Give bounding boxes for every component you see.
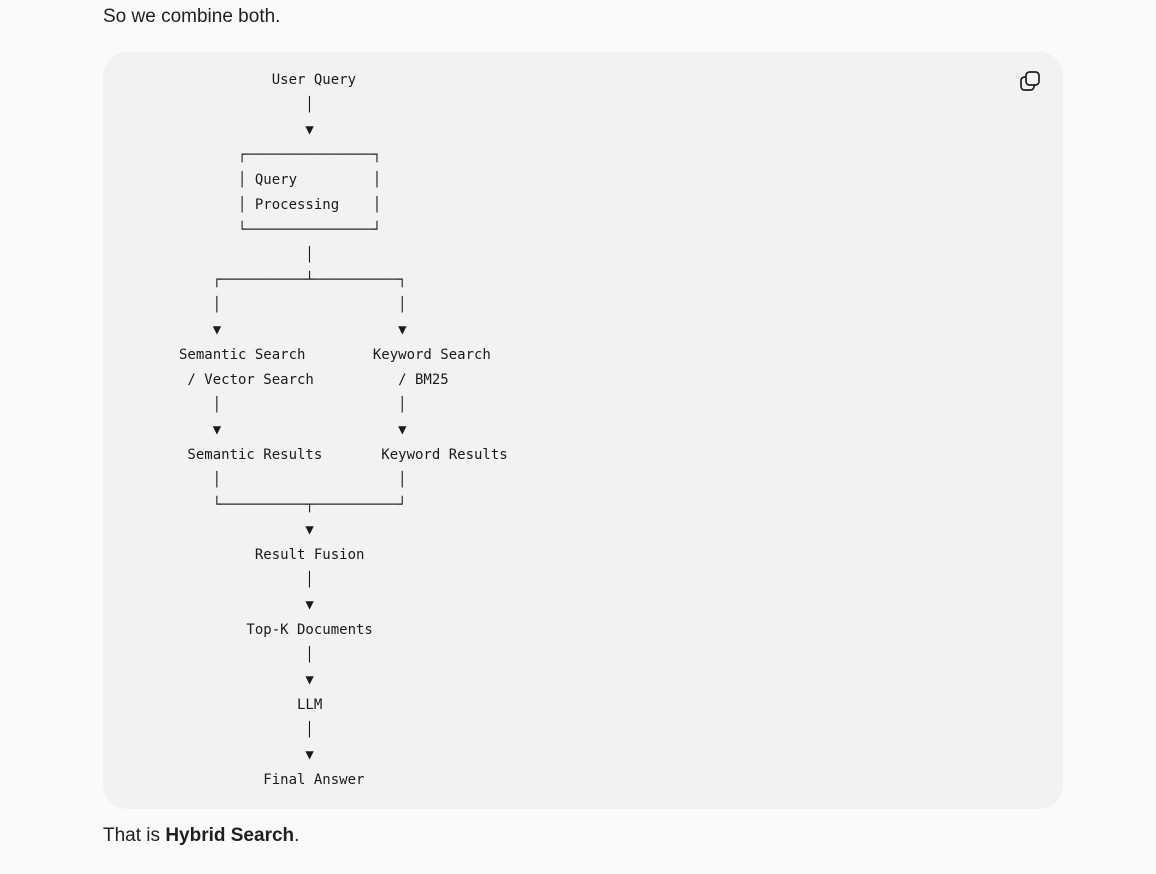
outro-suffix: . <box>294 825 300 846</box>
copy-code-button[interactable] <box>1017 68 1043 94</box>
outro-prefix: That is <box>103 825 166 846</box>
hybrid-search-term: Hybrid Search <box>165 825 295 846</box>
intro-text: So we combine both. <box>103 6 281 27</box>
hybrid-search-diagram: User Query │ ▼ ┌───────────────┐ │ Query… <box>179 72 508 788</box>
code-block: User Query │ ▼ ┌───────────────┐ │ Query… <box>103 52 1063 809</box>
outro-text: That is Hybrid Search. <box>103 825 299 848</box>
copy-icon <box>1020 71 1040 91</box>
